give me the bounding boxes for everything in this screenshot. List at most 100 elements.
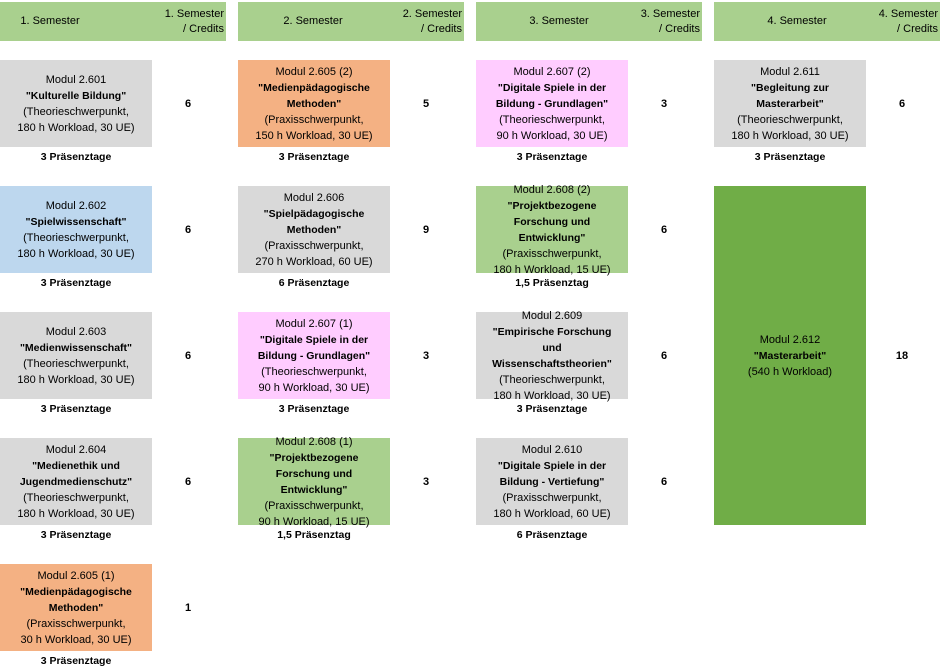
- semester-header-2: 2. Semester 2. Semester / Credits: [238, 2, 464, 41]
- module-2-604: Modul 2.604 "Medienethik und Jugendmedie…: [0, 438, 152, 525]
- semester-header-4: 4. Semester 4. Semester / Credits: [714, 2, 940, 41]
- credits-header-line1: 2. Semester: [402, 7, 462, 20]
- module-code: Modul 2.604: [45, 443, 107, 456]
- module-2-601: Modul 2.601 "Kulturelle Bildung" (Theori…: [0, 60, 152, 147]
- module-type: (Theorieschwerpunkt,: [23, 357, 129, 370]
- module-code: Modul 2.608 (1): [275, 435, 353, 448]
- semester-credits-header: 3. Semester/ Credits: [616, 2, 700, 41]
- module-2-606: Modul 2.606 "Spielpädagogische Methoden"…: [238, 186, 390, 273]
- module-2-607-1: Modul 2.607 (1) "Digitale Spiele in der …: [238, 312, 390, 399]
- credits-header-line2: / Credits: [421, 22, 462, 35]
- credits-header-line2: / Credits: [659, 22, 700, 35]
- module-name: "Medienethik und Jugendmedienschutz": [19, 459, 133, 488]
- module-presence: 1,5 Präsenztag: [515, 277, 589, 289]
- module-type: (Theorieschwerpunkt,: [23, 231, 129, 244]
- module-presence: 6 Präsenztage: [516, 529, 588, 541]
- module-name: "Spielwissenschaft": [25, 215, 127, 228]
- module-code: Modul 2.611: [760, 65, 820, 78]
- module-workload: 180 h Workload, 15 UE): [493, 263, 611, 276]
- module-code: Modul 2.610: [521, 443, 583, 456]
- module-credits: 5: [422, 98, 430, 110]
- module-workload: 270 h Workload, 60 UE): [255, 255, 373, 268]
- module-code: Modul 2.605 (1): [37, 569, 115, 582]
- module-workload: 180 h Workload, 60 UE): [493, 507, 611, 520]
- module-credits: 1: [184, 602, 192, 614]
- module-2-608-2: Modul 2.608 (2) "Projektbezogene Forschu…: [476, 184, 628, 276]
- module-2-612: Modul 2.612 "Masterarbeit" (540 h Worklo…: [714, 186, 866, 525]
- module-code: Modul 2.607 (2): [513, 65, 591, 78]
- module-2-605-1: Modul 2.605 (1) "Medienpädagogische Meth…: [0, 564, 152, 651]
- module-type: (Theorieschwerpunkt,: [499, 373, 605, 386]
- module-2-607-2: Modul 2.607 (2) "Digitale Spiele in der …: [476, 60, 628, 147]
- module-credits: 3: [422, 350, 430, 362]
- semester-header-1: 1. Semester 1. Semester/ Credits: [0, 2, 226, 41]
- module-workload: 90 h Workload, 30 UE): [258, 381, 370, 394]
- module-workload: 150 h Workload, 30 UE): [255, 129, 373, 142]
- module-workload: 180 h Workload, 30 UE): [493, 389, 611, 402]
- module-name: "Digitale Spiele in der Bildung - Vertie…: [497, 459, 607, 488]
- module-code: Modul 2.608 (2): [513, 183, 591, 196]
- credits-header-line1: 4. Semester: [878, 7, 938, 20]
- module-code: Modul 2.602: [45, 199, 107, 212]
- module-presence: 3 Präsenztage: [40, 151, 112, 163]
- module-presence: 3 Präsenztage: [40, 403, 112, 415]
- credits-header-line2: / Credits: [897, 22, 938, 35]
- module-credits: 3: [422, 476, 430, 488]
- module-code: Modul 2.606: [283, 191, 345, 204]
- module-type: (Praxisschwerpunkt,: [264, 113, 364, 126]
- module-2-603: Modul 2.603 "Medienwissenschaft" (Theori…: [0, 312, 152, 399]
- module-2-608-1: Modul 2.608 (1) "Projektbezogene Forschu…: [238, 436, 390, 528]
- module-presence: 6 Präsenztage: [278, 277, 350, 289]
- semester-title: 1. Semester: [20, 15, 80, 27]
- module-type: (Praxisschwerpunkt,: [264, 239, 364, 252]
- module-credits: 6: [184, 350, 192, 362]
- semester-title: 2. Semester: [283, 15, 343, 27]
- module-2-609: Modul 2.609 "Empirische Forschung und Wi…: [476, 310, 628, 402]
- module-name: "Medienwissenschaft": [19, 341, 133, 354]
- module-workload: 180 h Workload, 30 UE): [17, 373, 135, 386]
- module-credits: 6: [660, 476, 668, 488]
- module-name: "Spielpädagogische Methoden": [263, 207, 365, 236]
- module-workload: (540 h Workload): [747, 365, 833, 378]
- module-credits: 6: [898, 98, 906, 110]
- module-2-602: Modul 2.602 "Spielwissenschaft" (Theorie…: [0, 186, 152, 273]
- module-credits: 6: [184, 224, 192, 236]
- module-code: Modul 2.605 (2): [275, 65, 353, 78]
- module-2-611: Modul 2.611 "Begleitung zur Masterarbeit…: [714, 60, 866, 147]
- module-type: (Theorieschwerpunkt,: [499, 113, 605, 126]
- module-presence: 1,5 Präsenztag: [277, 529, 351, 541]
- module-type: (Theorieschwerpunkt,: [261, 365, 367, 378]
- module-code: Modul 2.601: [45, 73, 107, 86]
- module-workload: 180 h Workload, 30 UE): [17, 121, 135, 134]
- module-credits: 6: [660, 350, 668, 362]
- module-code: Modul 2.609: [521, 309, 583, 322]
- module-presence: 3 Präsenztage: [40, 655, 112, 667]
- module-workload: 30 h Workload, 30 UE): [20, 633, 132, 646]
- module-name: "Medienpädagogische Methoden": [258, 81, 370, 110]
- module-name: "Empirische Forschung und Wissenschaftst…: [492, 325, 612, 370]
- module-presence: 3 Präsenztage: [516, 403, 588, 415]
- credits-header-line1: 1. Semester: [164, 7, 224, 20]
- module-code: Modul 2.603: [45, 325, 107, 338]
- module-workload: 180 h Workload, 30 UE): [17, 507, 135, 520]
- module-type: (Praxisschwerpunkt,: [502, 491, 602, 504]
- semester-credits-header: 1. Semester/ Credits: [140, 2, 224, 41]
- module-presence: 3 Präsenztage: [516, 151, 588, 163]
- semester-title: 4. Semester: [767, 15, 827, 27]
- module-credits: 6: [184, 98, 192, 110]
- semester-title: 3. Semester: [529, 15, 589, 27]
- module-workload: 180 h Workload, 30 UE): [731, 129, 849, 142]
- module-workload: 90 h Workload, 30 UE): [496, 129, 608, 142]
- semester-header-3: 3. Semester 3. Semester/ Credits: [476, 2, 702, 41]
- module-type: (Praxisschwerpunkt,: [26, 617, 126, 630]
- module-code: Modul 2.607 (1): [275, 317, 353, 330]
- module-name: "Kulturelle Bildung": [25, 89, 127, 102]
- module-presence: 3 Präsenztage: [278, 151, 350, 163]
- module-workload: 90 h Workload, 15 UE): [258, 515, 370, 528]
- module-name: "Projektbezogene Forschung und Entwicklu…: [507, 199, 597, 244]
- module-credits: 9: [422, 224, 430, 236]
- module-2-605-2: Modul 2.605 (2) "Medienpädagogische Meth…: [238, 60, 390, 147]
- module-presence: 3 Präsenztage: [40, 529, 112, 541]
- semester-credits-header: 2. Semester / Credits: [378, 2, 462, 41]
- module-workload: 180 h Workload, 30 UE): [17, 247, 135, 260]
